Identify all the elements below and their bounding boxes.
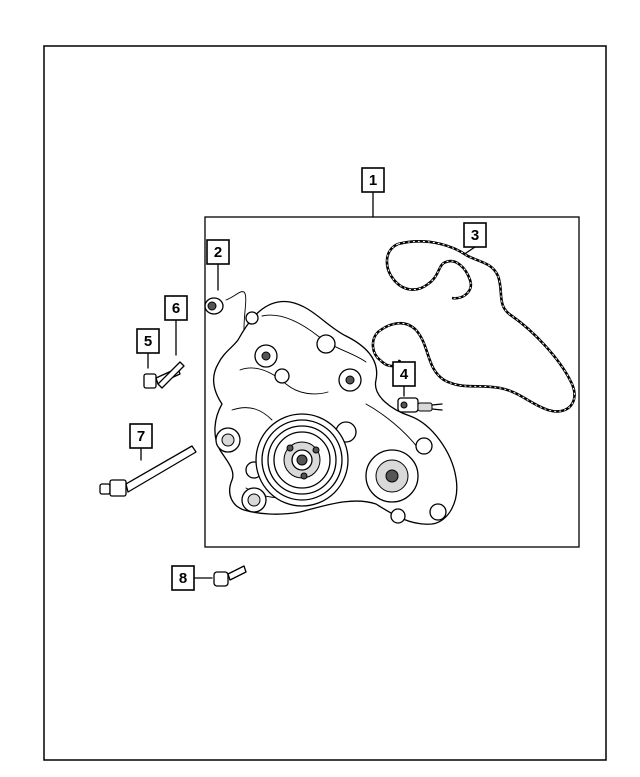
callout-2: 2 — [206, 239, 230, 265]
svg-text:3: 3 — [471, 227, 479, 244]
svg-text:4: 4 — [400, 366, 409, 383]
svg-text:5: 5 — [144, 333, 152, 350]
callout-4: 4 — [392, 361, 416, 387]
callout-5: 5 — [136, 328, 160, 354]
callout-7: 7 — [129, 423, 153, 449]
bolt-medium-part — [157, 361, 185, 389]
svg-text:6: 6 — [172, 300, 180, 317]
svg-text:7: 7 — [137, 428, 145, 445]
gasket-part — [371, 240, 576, 413]
water-pump-body — [212, 300, 458, 525]
stud-bolt-part — [99, 445, 197, 497]
callout-6: 6 — [164, 295, 188, 321]
bolt-item8-part — [213, 565, 247, 587]
callout-8: 8 — [171, 565, 195, 591]
svg-text:8: 8 — [179, 570, 187, 587]
assembly-box — [204, 216, 580, 548]
svg-text:1: 1 — [369, 172, 377, 189]
sensor-part — [397, 397, 443, 413]
callout-3: 3 — [463, 222, 487, 248]
leader-lines — [140, 192, 476, 579]
callout-1: 1 — [361, 167, 385, 193]
outer-frame — [43, 45, 607, 761]
svg-text:2: 2 — [214, 244, 222, 261]
